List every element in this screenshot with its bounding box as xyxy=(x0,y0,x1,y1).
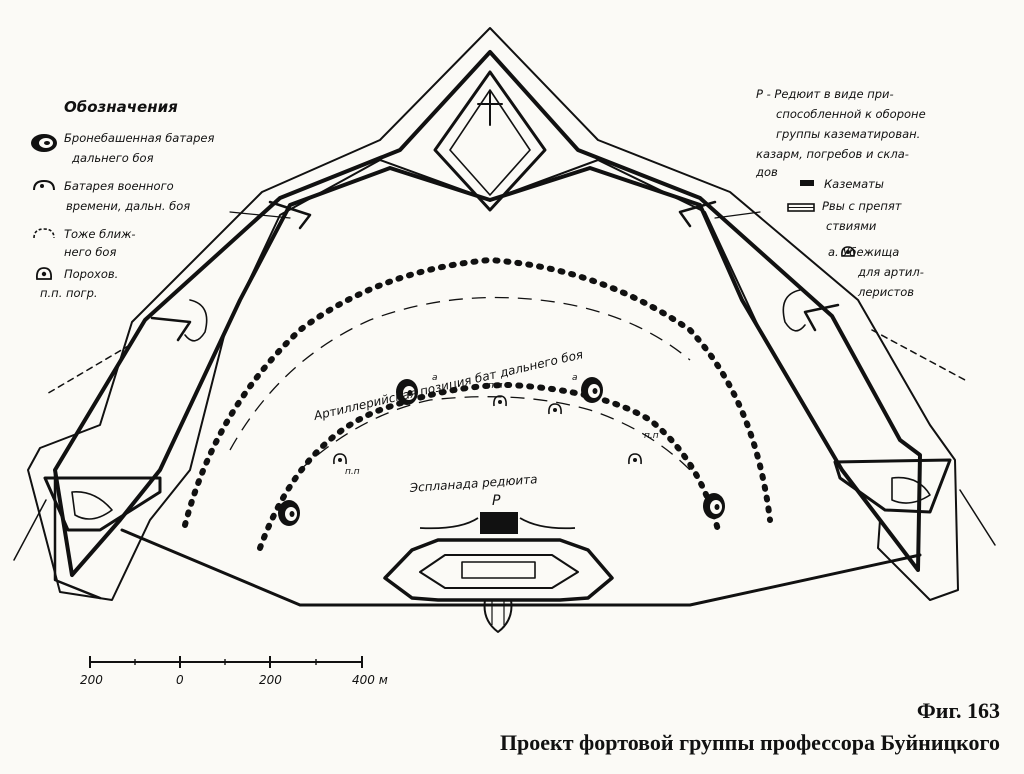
legend-item-line: Бронебашенная батарея xyxy=(64,131,214,145)
legend-item-line: Рвы с препят xyxy=(822,199,902,213)
pp-mark: п.п xyxy=(345,467,360,477)
legend-item-line: для артил- xyxy=(857,265,924,279)
scale-tick-label: 200 xyxy=(259,673,282,687)
a-mark: а xyxy=(572,373,578,383)
figure-number: Фиг. 163 xyxy=(916,698,1000,723)
legend-item-line: Р - Редюит в виде при- xyxy=(756,87,894,101)
battery-zone-inner xyxy=(229,296,691,471)
powder-magazine-icon xyxy=(35,267,53,280)
wartime-battery-icon xyxy=(33,179,55,191)
legend-item-line: п.п. погр. xyxy=(40,286,98,300)
legend-item-line: времени, дальн. боя xyxy=(66,199,190,213)
scale-tick-label: 0 xyxy=(176,673,184,687)
legend-item-line: Тоже ближ- xyxy=(64,227,136,241)
legend-left: Обозначения Бронебашенная батарея дальне… xyxy=(31,98,214,300)
legend-item-line: способленной к обороне xyxy=(776,107,926,121)
redoubt xyxy=(383,512,614,633)
ditches-icon xyxy=(787,203,815,212)
fort-outline xyxy=(13,27,996,607)
casemates-icon xyxy=(800,180,814,186)
scale-tick-label: 200 xyxy=(80,673,103,687)
legend-item-line: Батарея военного xyxy=(64,179,174,193)
legend-item-line: казарм, погребов и скла- xyxy=(756,147,909,161)
legend-item-line: дальнего боя xyxy=(71,151,154,165)
pp-mark: п.п xyxy=(488,381,503,391)
close-battery-icon xyxy=(33,228,55,239)
pp-mark: п.п xyxy=(644,431,659,441)
legend-heading: Обозначения xyxy=(64,98,178,116)
figure-title: Проект фортовой группы профессора Буйниц… xyxy=(499,730,1000,755)
armored-battery-icon xyxy=(31,134,57,152)
battery-symbols xyxy=(278,377,725,526)
scale-bar xyxy=(89,656,363,668)
legend-right: Р - Редюит в виде при- способленной к об… xyxy=(755,87,926,299)
legend-item-line: него боя xyxy=(64,245,116,259)
legend-item-line: ствиями xyxy=(826,219,877,233)
legend-item-line: дов xyxy=(755,165,778,179)
battery-zone-outline xyxy=(182,256,773,551)
legend-item-line: группы казематирован. xyxy=(776,127,920,141)
esplanade-label: Эспланада редюита xyxy=(408,472,538,495)
redoubt-letter: Р xyxy=(492,493,501,509)
legend-item-line: Порохов. xyxy=(64,267,118,281)
legend-item-line: леристов xyxy=(857,285,914,299)
scale-tick-label: 400 м xyxy=(352,673,388,687)
shelter-icon xyxy=(841,246,855,257)
legend-item-line: Казематы xyxy=(824,177,884,191)
a-mark: а xyxy=(432,373,438,383)
legend-item-line: а. Убежища xyxy=(828,245,899,259)
a-mark: а xyxy=(688,463,694,473)
